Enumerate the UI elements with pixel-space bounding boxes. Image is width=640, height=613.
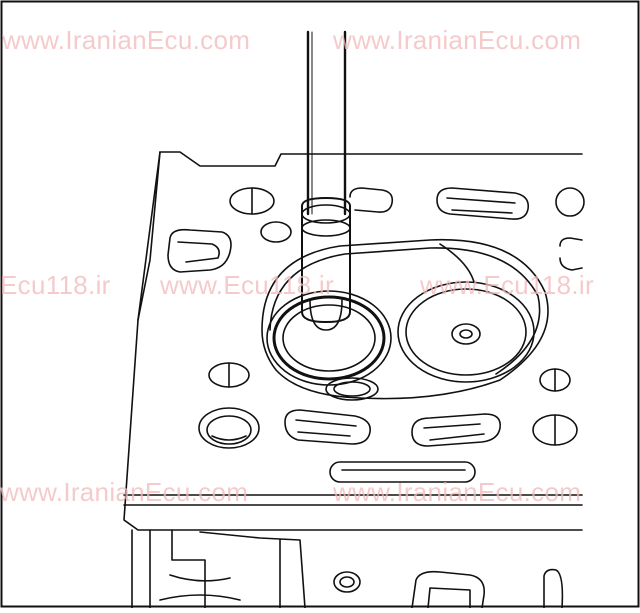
coolant-port (167, 228, 232, 273)
small-hole (333, 571, 361, 593)
valve-seat (272, 295, 386, 381)
long-slot (329, 461, 476, 483)
coolant-port-right (559, 237, 583, 271)
oil-passage (436, 187, 530, 220)
oil-passage (411, 413, 502, 447)
lower-port-right (543, 568, 564, 609)
bolt-hole (260, 221, 292, 243)
block-detail (131, 529, 206, 609)
spark-plug-hole (325, 377, 379, 401)
exhaust-valve (397, 281, 535, 383)
head-deck-outline (123, 151, 583, 531)
oil-passage (349, 187, 394, 213)
lower-port (411, 570, 486, 609)
valve-center (451, 323, 481, 345)
oil-passage (284, 409, 372, 445)
combustion-chamber (261, 238, 549, 400)
coolant-hole (198, 407, 260, 449)
bolt-hole (555, 187, 585, 217)
head-edge (137, 151, 161, 321)
tool-collar (301, 197, 351, 323)
